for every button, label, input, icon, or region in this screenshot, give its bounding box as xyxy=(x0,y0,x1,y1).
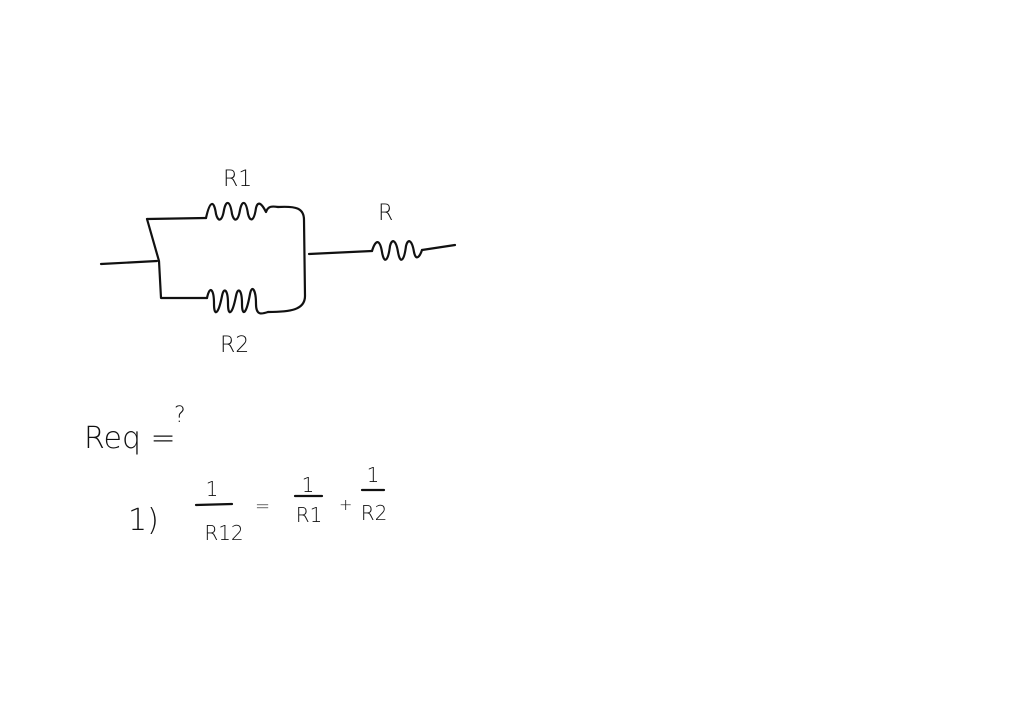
r2-label: R2 xyxy=(220,333,249,358)
term1-numerator: 1 xyxy=(302,473,315,497)
middle-wire xyxy=(307,249,374,256)
right-lead-wire xyxy=(420,243,457,252)
plus-sign: + xyxy=(339,495,352,514)
left-lead-wire xyxy=(99,259,159,266)
circuit-wires xyxy=(99,201,457,315)
lhs-denominator: R12 xyxy=(204,521,243,545)
top-branch-wire xyxy=(145,216,208,221)
step-number: 1) xyxy=(128,503,159,538)
right-junction-wire xyxy=(266,205,307,314)
resistor-r1 xyxy=(204,201,280,221)
term2-numerator: 1 xyxy=(367,463,380,487)
req-label: Req = xyxy=(84,421,176,456)
term1-denominator: R1 xyxy=(296,503,323,527)
term2-denominator: R2 xyxy=(361,501,388,525)
r-label: R xyxy=(378,201,393,226)
lhs-fraction-bar xyxy=(194,502,234,507)
lhs-numerator: 1 xyxy=(206,477,219,501)
resistor-r xyxy=(370,240,424,261)
question-mark: ? xyxy=(174,403,186,428)
r1-label: R1 xyxy=(223,167,252,192)
left-junction-wire xyxy=(145,217,209,300)
resistor-r2 xyxy=(205,287,270,315)
equals-sign: = xyxy=(255,496,270,517)
